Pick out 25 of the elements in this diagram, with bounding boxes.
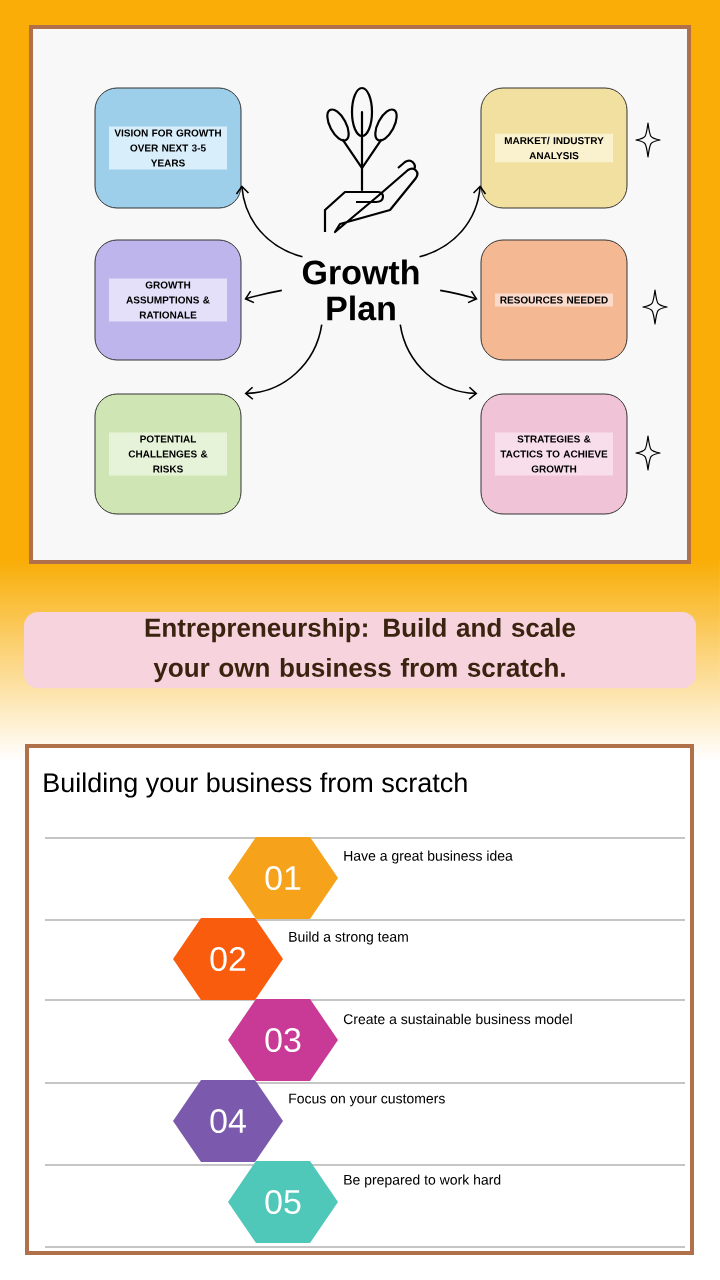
arrow [244,289,283,304]
topic-box: GROWTH ASSUMPTIONS & RATIONALE [94,239,242,361]
panel-heading: Building your business from scratch [44,772,467,798]
topic-box: MARKET/ INDUSTRY ANALYSIS [480,87,628,209]
center-title: Growth Plan [302,259,419,321]
arrow [235,185,304,258]
step-hexagon: 01 [228,837,338,919]
banner-title: Entrepreneurship: Build and scale your own business from scratch. [24,611,696,689]
step-text: Create a sustainable business model [343,1013,572,1025]
topic-box: VISION FOR GROWTH OVER NEXT 3-5 YEARS [94,87,242,209]
topic-box: RESOURCES NEEDED [480,239,628,361]
step-text: Have a great business idea [344,850,513,864]
step-hexagon: 05 [228,1161,338,1243]
arrow [399,323,478,401]
step-text: Build a strong team [289,931,408,945]
topic-box: STRATEGIES & TACTICS TO ACHIEVE GROWTH [480,393,628,515]
arrow [439,289,478,304]
step-hexagon: 04 [173,1080,283,1162]
arrow [244,323,323,401]
step-text: Be prepared to work hard [344,1174,501,1188]
step-text: Focus on your customers [289,1093,445,1107]
step-hexagon: 02 [173,918,283,1000]
step-hexagon: 03 [228,999,338,1081]
topic-box: POTENTIAL CHALLENGES & RISKS [94,393,242,515]
arrow [418,185,487,258]
